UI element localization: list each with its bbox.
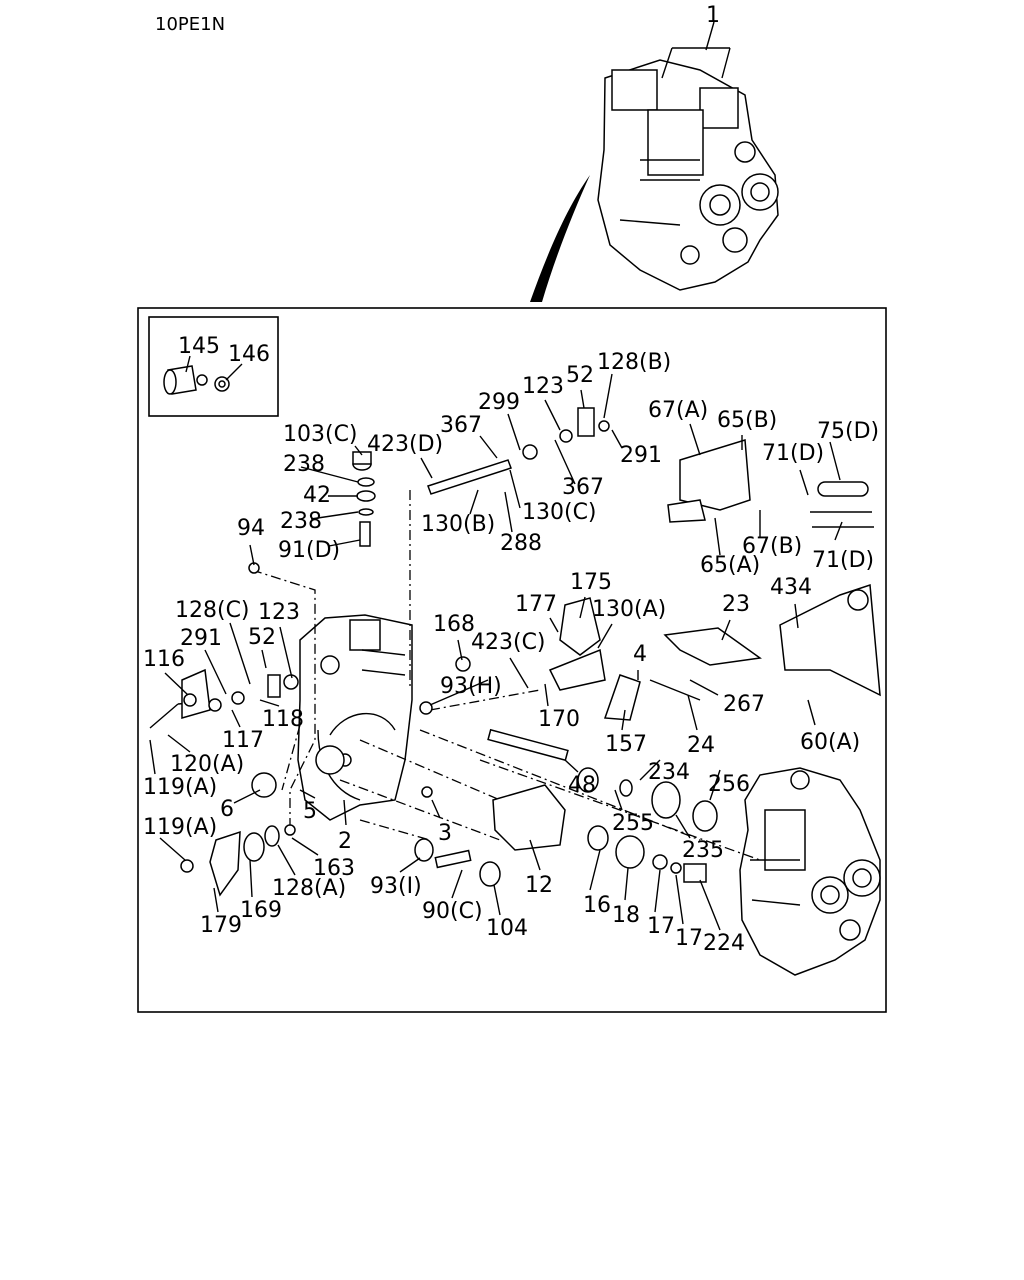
callout-423d: 423(D) [367, 432, 443, 457]
callout-93i: 93(I) [370, 874, 422, 899]
callout-71d-top: 71(D) [762, 441, 824, 466]
callout-128a: 128(A) [272, 876, 346, 901]
callout-256: 256 [708, 772, 750, 797]
diagram-frame [137, 307, 887, 1013]
callout-299: 299 [478, 390, 520, 415]
callout-157: 157 [605, 732, 647, 757]
callout-52-left: 52 [248, 625, 276, 650]
callout-71d-bottom: 71(D) [812, 548, 874, 573]
callout-6: 6 [220, 797, 234, 822]
callout-118: 118 [262, 707, 304, 732]
callout-267: 267 [723, 692, 765, 717]
callout-175: 175 [570, 570, 612, 595]
callout-2: 2 [338, 829, 352, 854]
callout-103c: 103(C) [283, 422, 358, 447]
callout-130b: 130(B) [421, 512, 495, 537]
callout-17-a: 17 [647, 914, 675, 939]
governor-housing-drawing [297, 614, 413, 821]
inset-box: 145 146 [148, 316, 279, 417]
callout-434: 434 [770, 575, 812, 600]
callout-169: 169 [240, 898, 282, 923]
main-assembly-drawing [530, 59, 779, 302]
callout-168: 168 [433, 612, 475, 637]
callout-123-left: 123 [258, 600, 300, 625]
callout-128b: 128(B) [597, 350, 671, 375]
callout-119a-top: 119(A) [143, 775, 217, 800]
callout-4: 4 [633, 642, 647, 667]
callout-291-left: 291 [180, 626, 222, 651]
callout-48: 48 [568, 773, 596, 798]
lower-right-assembly-drawing [739, 767, 881, 976]
callout-130a: 130(A) [592, 597, 666, 622]
callout-labels: 103(C) 423(D) 367 299 123 52 128(B) 291 … [143, 350, 879, 956]
callout-123-top: 123 [522, 374, 564, 399]
small-parts-drawings [180, 407, 881, 897]
callout-75d: 75(D) [817, 419, 879, 444]
callout-16: 16 [583, 893, 611, 918]
inset-label-146: 146 [228, 342, 270, 367]
callout-177: 177 [515, 592, 557, 617]
callout-65b: 65(B) [717, 408, 777, 433]
callout-238-bottom: 238 [280, 509, 322, 534]
callout-67a: 67(A) [648, 398, 708, 423]
callout-234: 234 [648, 760, 690, 785]
callout-367-bottom: 367 [562, 475, 604, 500]
callout-3: 3 [438, 821, 452, 846]
callout-130c: 130(C) [522, 500, 597, 525]
callout-104: 104 [486, 916, 528, 941]
callout-91d: 91(D) [278, 538, 340, 563]
callout-128c: 128(C) [175, 598, 250, 623]
callout-163: 163 [313, 856, 355, 881]
callout-179: 179 [200, 913, 242, 938]
callout-367-top: 367 [440, 413, 482, 438]
inset-label-145: 145 [178, 334, 220, 359]
callout-238-top: 238 [283, 452, 325, 477]
callout-235: 235 [682, 838, 724, 863]
callout-120a: 120(A) [170, 752, 244, 777]
callout-23: 23 [722, 592, 750, 617]
callout-52-top: 52 [566, 363, 594, 388]
callout-17-b: 17 [675, 926, 703, 951]
callout-119a-bottom: 119(A) [143, 815, 217, 840]
callout-42: 42 [303, 483, 331, 508]
callout-90c: 90(C) [422, 899, 483, 924]
callout-116: 116 [143, 647, 185, 672]
callout-224: 224 [703, 931, 745, 956]
callout-288: 288 [500, 531, 542, 556]
diagram-code: 10PE1N [155, 14, 225, 35]
callout-117: 117 [222, 728, 264, 753]
main-assembly-label: 1 [706, 3, 720, 28]
callout-255: 255 [612, 811, 654, 836]
callout-65a: 65(A) [700, 553, 760, 578]
callout-60a: 60(A) [800, 730, 860, 755]
callout-67b: 67(B) [742, 534, 802, 559]
callout-12: 12 [525, 873, 553, 898]
callout-291-top: 291 [620, 443, 662, 468]
callout-423c: 423(C) [471, 630, 546, 655]
callout-18: 18 [612, 903, 640, 928]
callout-93h: 93(H) [440, 674, 502, 699]
callout-170: 170 [538, 707, 580, 732]
callout-5: 5 [303, 799, 317, 824]
callout-94: 94 [237, 516, 265, 541]
callout-24: 24 [687, 733, 715, 758]
